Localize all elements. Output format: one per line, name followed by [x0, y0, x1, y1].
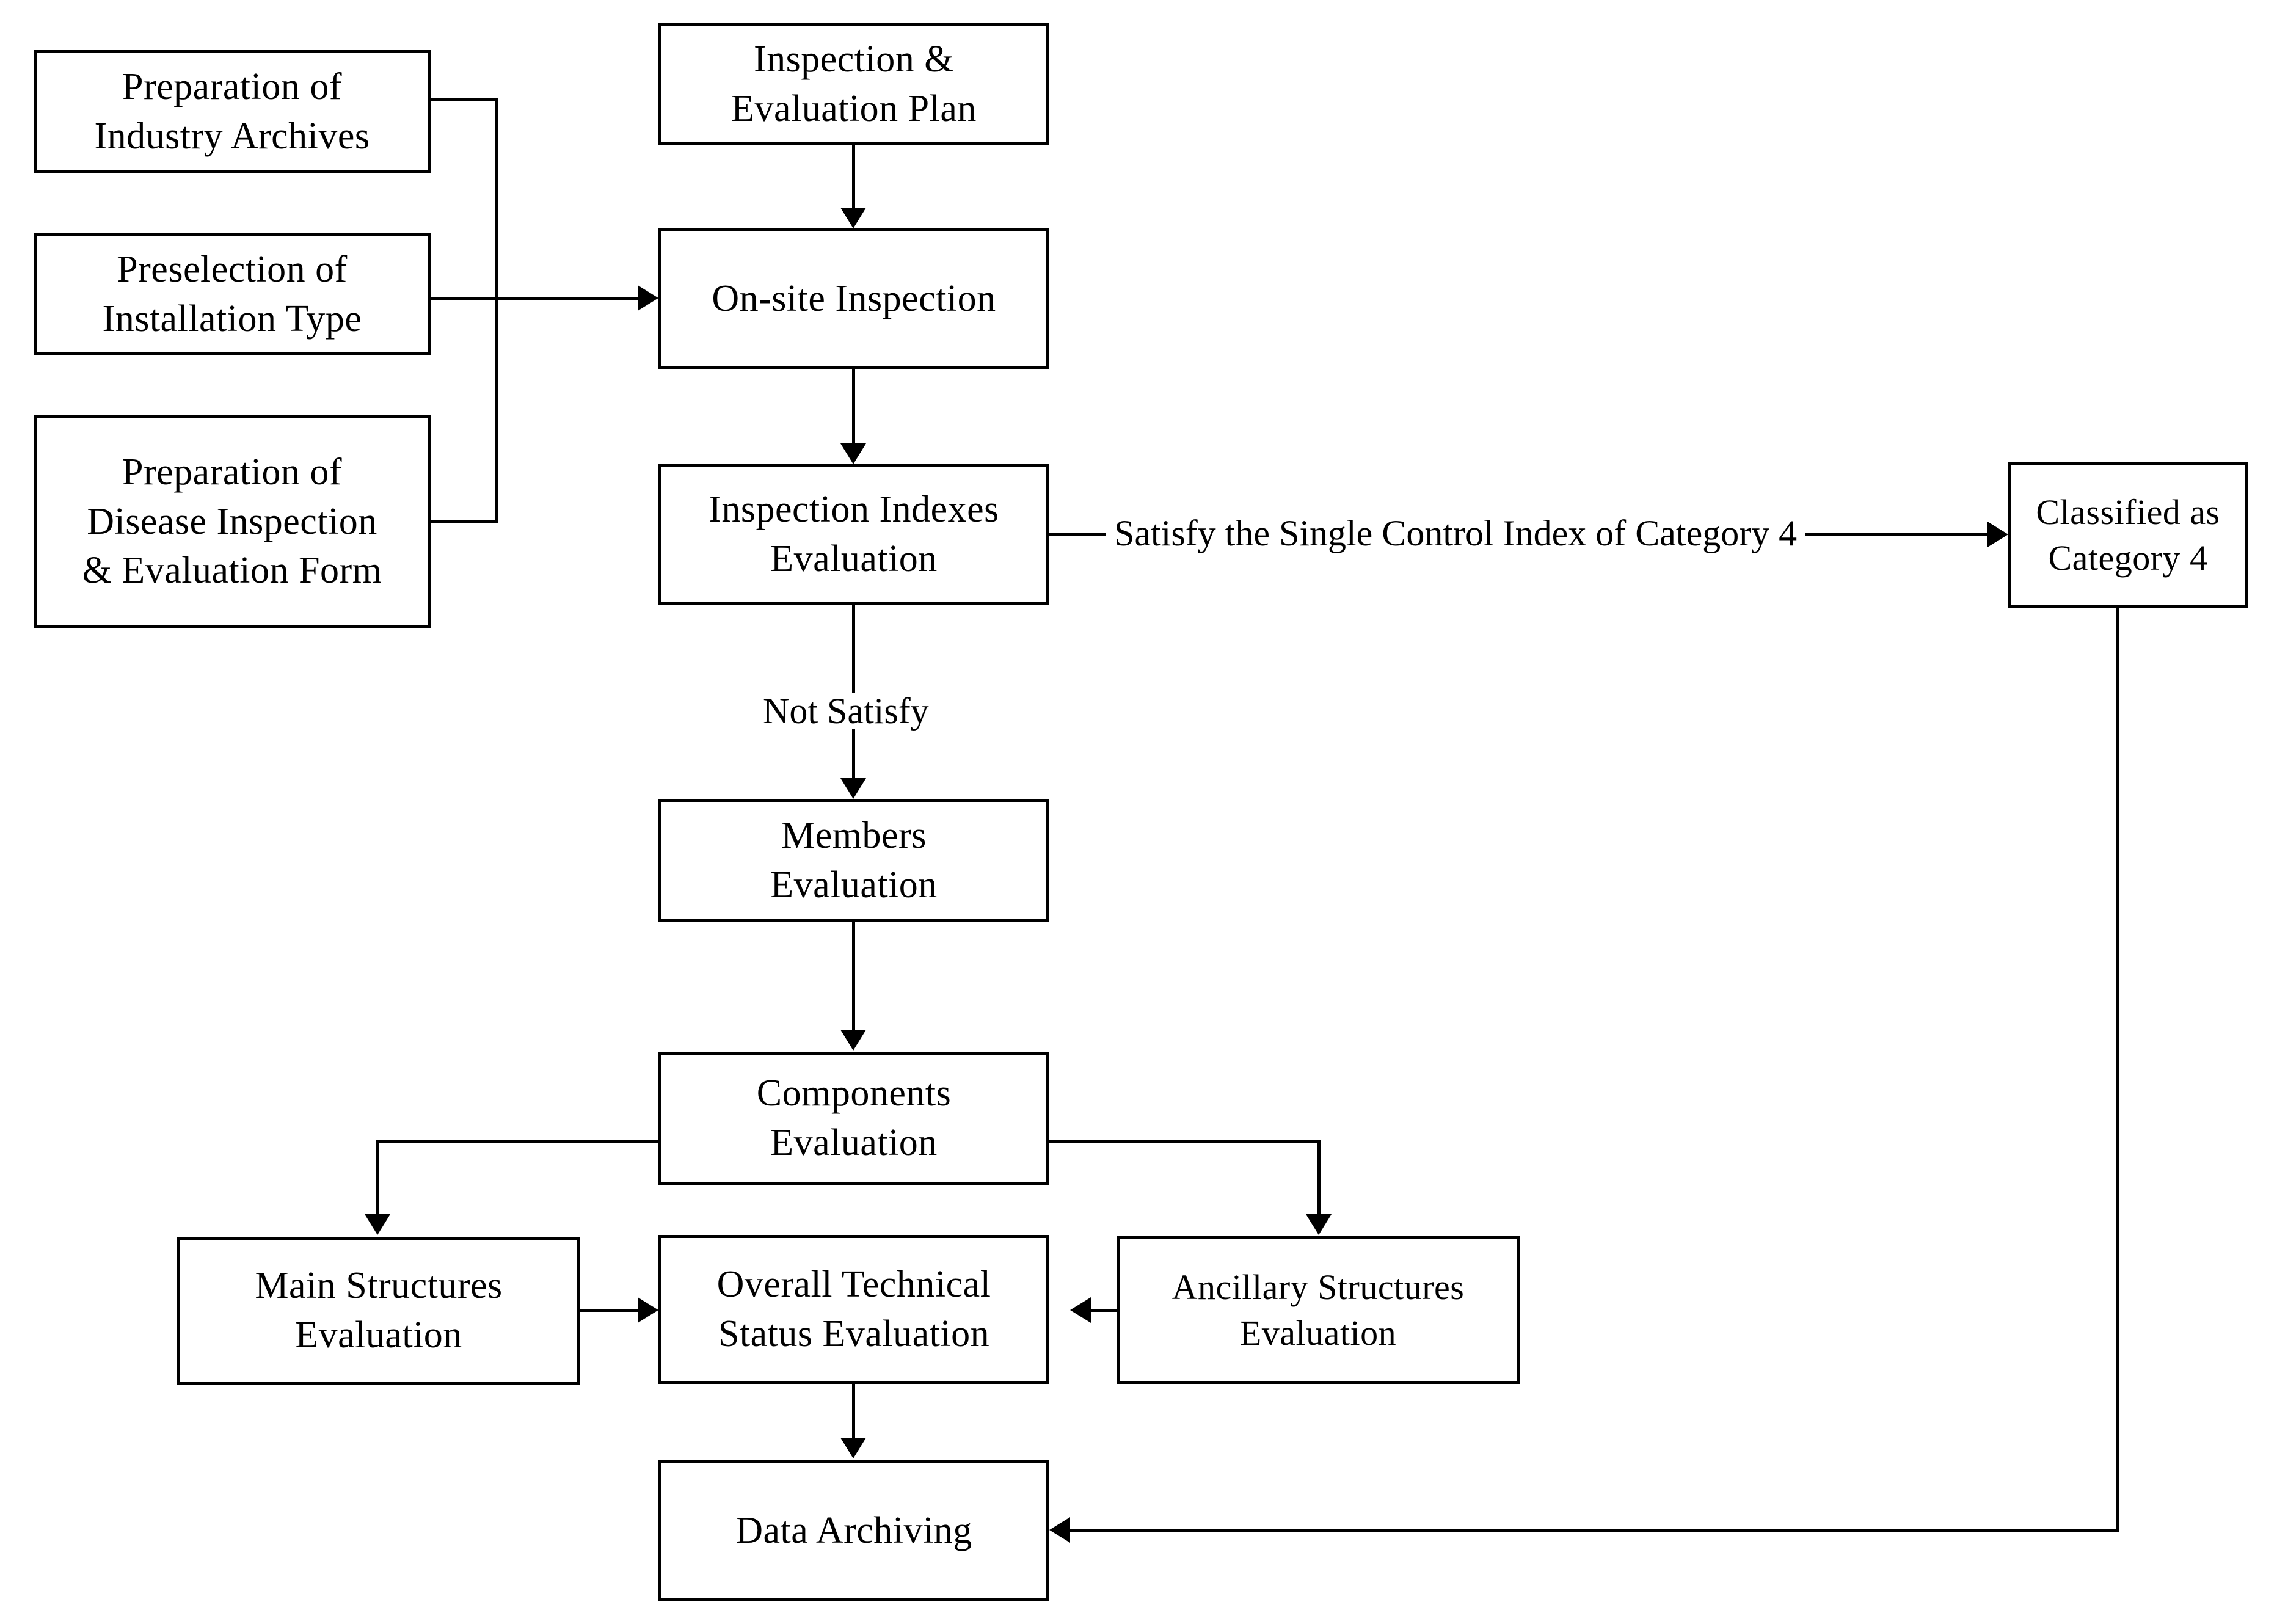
connector-disease-form-stub	[428, 520, 498, 523]
node-line: Members	[781, 815, 927, 857]
connector-components-to-ancillary-v	[1317, 1140, 1321, 1214]
node-line: Main Structures	[255, 1265, 503, 1307]
node-line: Data Archiving	[735, 1509, 972, 1551]
arrowhead-category4-to-archiving	[1049, 1517, 1070, 1543]
connector-members-to-components	[852, 922, 855, 1031]
arrowhead-ancillary-to-overall	[1070, 1297, 1091, 1323]
node-line: Installation Type	[102, 298, 362, 340]
connector-category4-to-archiving-v	[2116, 608, 2119, 1532]
connector-left-bracket-spine	[495, 98, 498, 523]
connector-inspection-to-indexes	[852, 369, 855, 445]
node-line: Evaluation Plan	[731, 88, 977, 129]
connector-main-to-overall	[579, 1309, 638, 1312]
arrowhead-to-on-site-inspection	[638, 285, 658, 311]
node-preparation-of-industry-archives[interactable]: Preparation of Industry Archives	[34, 50, 431, 173]
connector-category4-to-archiving-h	[1070, 1529, 2119, 1532]
arrowhead-members-to-components	[840, 1030, 866, 1051]
connector-archives-stub	[428, 98, 498, 101]
node-line: Overall Technical	[716, 1264, 991, 1306]
node-line: Preselection of	[117, 249, 348, 291]
node-line: Evaluation	[770, 864, 938, 906]
node-inspection-indexes-evaluation[interactable]: Inspection Indexes Evaluation	[658, 464, 1049, 605]
node-classified-as-category-4[interactable]: Classified as Category 4	[2008, 462, 2248, 608]
node-members-evaluation[interactable]: Members Evaluation	[658, 799, 1049, 922]
node-line: Ancillary Structures	[1171, 1267, 1465, 1307]
node-line: Status Evaluation	[718, 1313, 990, 1355]
edge-label-not-satisfy: Not Satisfy	[754, 693, 938, 729]
node-line: Preparation of	[122, 451, 342, 493]
arrowhead-main-to-overall	[638, 1297, 658, 1323]
node-components-evaluation[interactable]: Components Evaluation	[658, 1052, 1049, 1185]
node-line: Classified as	[2036, 492, 2220, 532]
connector-components-to-main-h	[376, 1140, 661, 1143]
node-line: Industry Archives	[94, 115, 370, 157]
connector-to-on-site-inspection	[428, 297, 638, 300]
arrowhead-indexes-to-members	[840, 778, 866, 799]
arrowhead-components-to-ancillary	[1306, 1214, 1332, 1235]
node-line: Preparation of	[122, 66, 342, 108]
connector-components-to-main-v	[376, 1140, 379, 1214]
arrowhead-plan-to-inspection	[840, 208, 866, 228]
arrowhead-overall-to-archiving	[840, 1438, 866, 1458]
node-inspection-and-evaluation-plan[interactable]: Inspection & Evaluation Plan	[658, 23, 1049, 145]
connector-ancillary-to-overall	[1091, 1309, 1119, 1312]
node-line: Components	[756, 1072, 952, 1115]
node-line: Evaluation	[770, 538, 938, 580]
node-line: Evaluation	[770, 1122, 938, 1163]
node-preselection-of-installation-type[interactable]: Preselection of Installation Type	[34, 233, 431, 355]
node-line: Inspection &	[754, 38, 954, 81]
node-line: On-site Inspection	[712, 277, 996, 319]
node-line: Category 4	[2048, 538, 2208, 578]
arrowhead-components-to-main	[365, 1214, 390, 1235]
node-line: & Evaluation Form	[82, 550, 382, 592]
connector-overall-to-archiving	[852, 1384, 855, 1439]
connector-components-to-ancillary-h	[1047, 1140, 1321, 1143]
node-data-archiving[interactable]: Data Archiving	[658, 1460, 1049, 1601]
node-line: Evaluation	[1239, 1313, 1397, 1353]
connector-plan-to-inspection	[852, 145, 855, 209]
edge-label-satisfy-category-4: Satisfy the Single Control Index of Cate…	[1106, 515, 1806, 552]
arrowhead-inspection-to-indexes	[840, 443, 866, 464]
node-on-site-inspection[interactable]: On-site Inspection	[658, 228, 1049, 369]
node-overall-technical-status-evaluation[interactable]: Overall Technical Status Evaluation	[658, 1235, 1049, 1384]
node-main-structures-evaluation[interactable]: Main Structures Evaluation	[177, 1237, 580, 1385]
node-line: Disease Inspection	[87, 500, 377, 542]
node-line: Inspection Indexes	[709, 489, 999, 531]
node-ancillary-structures-evaluation[interactable]: Ancillary Structures Evaluation	[1117, 1236, 1520, 1384]
arrowhead-indexes-to-category4	[1987, 522, 2008, 547]
node-line: Evaluation	[295, 1314, 462, 1356]
node-preparation-of-disease-inspection-and-evaluation-form[interactable]: Preparation of Disease Inspection & Eval…	[34, 415, 431, 628]
